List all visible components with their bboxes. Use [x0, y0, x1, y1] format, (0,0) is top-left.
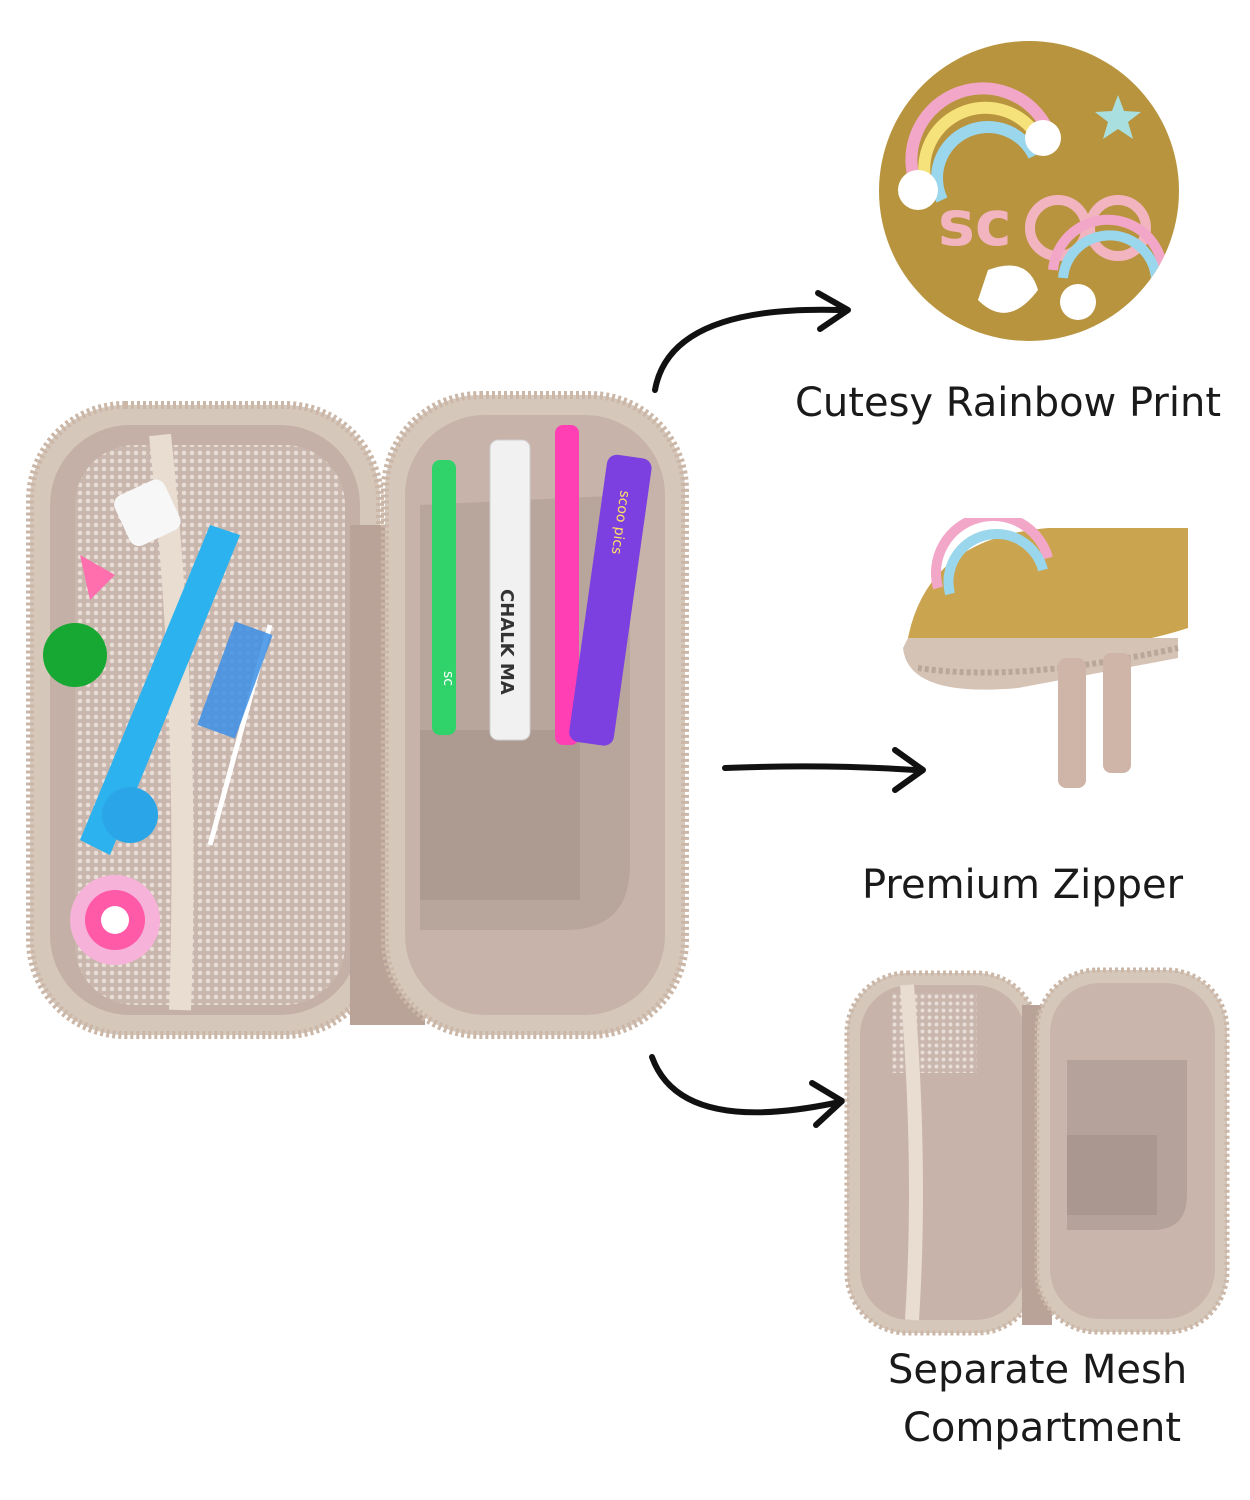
- pen-label-chalk: CHALK MA: [496, 589, 517, 695]
- feature-label-mesh-line2: Compartment: [903, 1405, 1182, 1451]
- zipper-closeup-icon: [898, 518, 1198, 818]
- arrow-to-compartment: [649, 1054, 845, 1128]
- rainbow-print-closeup-icon: sc: [878, 40, 1180, 342]
- feature-label-premium-zipper: Premium Zipper: [862, 862, 1184, 908]
- empty-case-closeup-icon: [842, 965, 1232, 1340]
- feature-label-rainbow-print: Cutesy Rainbow Print: [795, 380, 1221, 426]
- feature-label-mesh-line1: Separate Mesh: [888, 1347, 1188, 1393]
- main-pencil-case: sc CHALK MA scoo pics: [20, 385, 690, 1045]
- svg-text:sc: sc: [938, 187, 1012, 260]
- arrow-to-zipper: [722, 747, 926, 793]
- pen-label-green: sc: [440, 671, 456, 686]
- arrow-to-print: [652, 290, 851, 393]
